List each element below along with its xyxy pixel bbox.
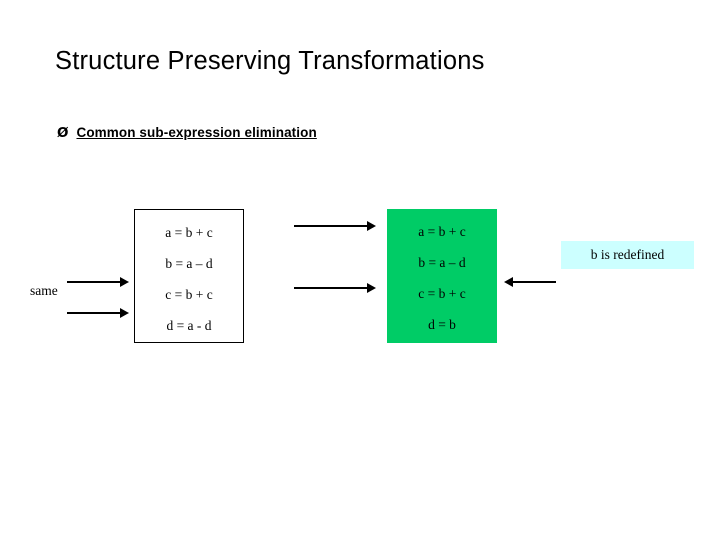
bullet-arrow-icon: Ø [57, 125, 69, 141]
arrow-same-upper [67, 277, 129, 287]
code-line: a = b + c [418, 224, 466, 239]
code-line: c = b + c [418, 286, 466, 301]
arrow-transform-lower [294, 283, 376, 293]
page-title: Structure Preserving Transformations [55, 47, 485, 75]
callout-b-is-redefined: b is redefined [561, 241, 694, 269]
code-line: b = a – d [165, 256, 213, 271]
code-line: d = a - d [166, 318, 212, 333]
code-line: a = b + c [165, 225, 213, 240]
code-box-transformed: a = b + c b = a – d c = b + c d = b [387, 209, 497, 343]
code-box-original: a = b + c b = a – d c = b + c d = a - d [134, 209, 244, 343]
arrow-same-lower [67, 308, 129, 318]
bullet-item: Ø Common sub-expression elimination [57, 125, 317, 141]
code-line: b = a – d [418, 255, 466, 270]
arrow-callout-to-box [504, 277, 556, 287]
same-label: same [30, 283, 58, 298]
code-line: d = b [428, 317, 456, 332]
code-line: c = b + c [165, 287, 213, 302]
bullet-item-label: Common sub-expression elimination [76, 125, 317, 140]
arrow-transform-upper [294, 221, 376, 231]
